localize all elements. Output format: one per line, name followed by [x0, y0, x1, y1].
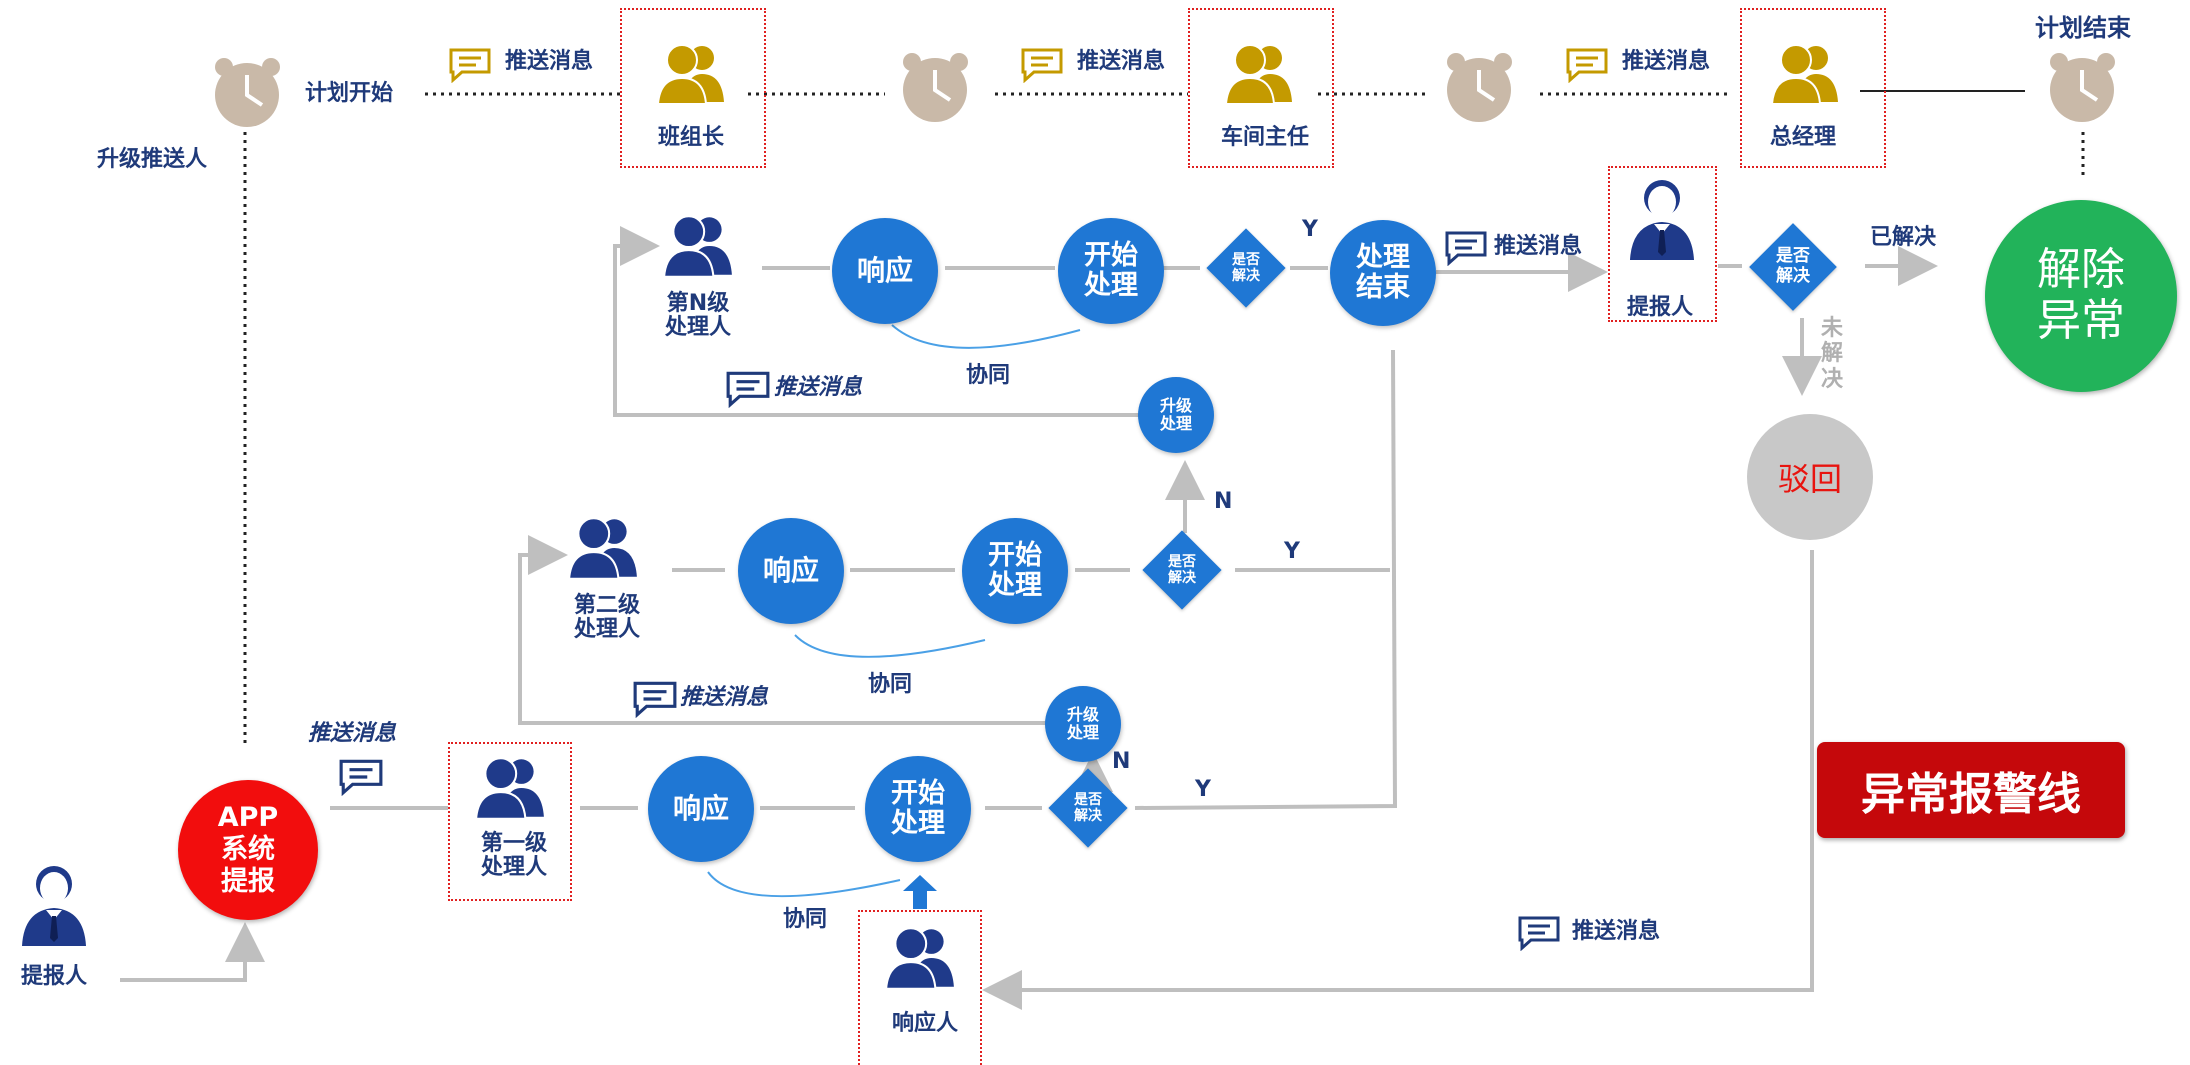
start-process-node: 开始处理	[865, 756, 971, 862]
businessman-icon	[1626, 172, 1698, 262]
level-1-handler-box	[448, 742, 572, 901]
cooperate-label: 协同	[965, 363, 1011, 388]
push-message-label: 推送消息	[505, 49, 594, 74]
escalate-pusher-label: 升级推送人	[97, 147, 208, 172]
start-process-node: 开始处理	[1058, 218, 1164, 324]
respond-node: 响应	[738, 518, 844, 624]
message-icon	[338, 758, 384, 797]
plan-end-label: 计划结束	[2035, 14, 2131, 42]
businessman-icon	[18, 858, 90, 948]
general-manager-box	[1740, 8, 1886, 168]
people-group-icon	[882, 922, 958, 992]
level-1-handler-label: 第一级处理人	[480, 831, 548, 881]
level-n-handler-label: 第N级处理人	[664, 291, 732, 341]
decision-text: 是否解决	[1232, 251, 1260, 284]
unresolved-label: 未解决	[1820, 316, 1843, 392]
push-message-label: 推送消息	[774, 375, 863, 400]
alarm-clock-icon	[1442, 50, 1517, 125]
push-message-label: 推送消息	[1494, 234, 1583, 259]
message-icon	[1565, 47, 1609, 84]
upgrade-process-node: 升级处理	[1045, 686, 1121, 762]
reporter-label: 提报人	[20, 964, 88, 989]
push-message-label: 推送消息	[1572, 919, 1661, 944]
people-group-icon	[654, 40, 728, 106]
reject-node: 驳回	[1747, 414, 1873, 540]
responder-label: 响应人	[891, 1011, 959, 1036]
no-label: N	[1112, 749, 1131, 774]
people-group-icon	[660, 210, 736, 280]
people-group-icon	[1222, 40, 1296, 106]
alarm-clock-icon	[2045, 50, 2120, 125]
respond-node: 响应	[648, 756, 754, 862]
people-group-icon	[1768, 40, 1842, 106]
general-manager-label: 总经理	[1769, 125, 1837, 150]
reporter-label: 提报人	[1626, 295, 1694, 320]
upgrade-process-node: 升级处理	[1138, 377, 1214, 453]
team-leader-label: 班组长	[657, 125, 725, 150]
decision-text: 是否解决	[1776, 246, 1810, 286]
start-process-node: 开始处理	[962, 518, 1068, 624]
level-2-handler-label: 第二级处理人	[573, 593, 641, 643]
workshop-director-box	[1188, 8, 1334, 168]
respond-node: 响应	[832, 218, 938, 324]
message-icon	[1020, 47, 1064, 84]
people-group-icon	[565, 512, 641, 582]
cooperate-label: 协同	[782, 907, 828, 932]
people-group-icon	[472, 752, 548, 822]
yes-label: Y	[1284, 539, 1300, 564]
message-icon	[725, 370, 771, 409]
push-message-label: 推送消息	[1622, 49, 1711, 74]
message-icon	[1517, 915, 1561, 952]
clear-exception-node: 解除异常	[1985, 200, 2177, 392]
push-message-label: 推送消息	[1077, 49, 1166, 74]
exception-alarm-banner: 异常报警线	[1817, 742, 2125, 838]
arrow-up-icon	[903, 875, 937, 909]
workshop-director-label: 车间主任	[1220, 125, 1310, 150]
push-message-label: 推送消息	[680, 685, 769, 710]
reporter-box	[1608, 166, 1717, 322]
cooperate-label: 协同	[867, 672, 913, 697]
yes-label: Y	[1195, 777, 1211, 802]
message-icon	[632, 680, 678, 719]
message-icon	[448, 47, 492, 84]
responder-box	[858, 910, 982, 1065]
decision-text: 是否解决	[1074, 791, 1102, 824]
end-process-node: 处理结束	[1330, 220, 1436, 326]
decision-text: 是否解决	[1168, 553, 1196, 586]
message-icon	[1444, 230, 1488, 267]
resolved-label: 已解决	[1870, 225, 1937, 250]
alarm-clock-icon	[898, 50, 973, 125]
team-leader-box	[620, 8, 766, 168]
yes-label: Y	[1302, 217, 1318, 242]
alarm-clock-icon	[210, 55, 285, 130]
push-message-label: 推送消息	[308, 721, 397, 746]
no-label: N	[1214, 489, 1233, 514]
plan-start-label: 计划开始	[305, 81, 394, 106]
